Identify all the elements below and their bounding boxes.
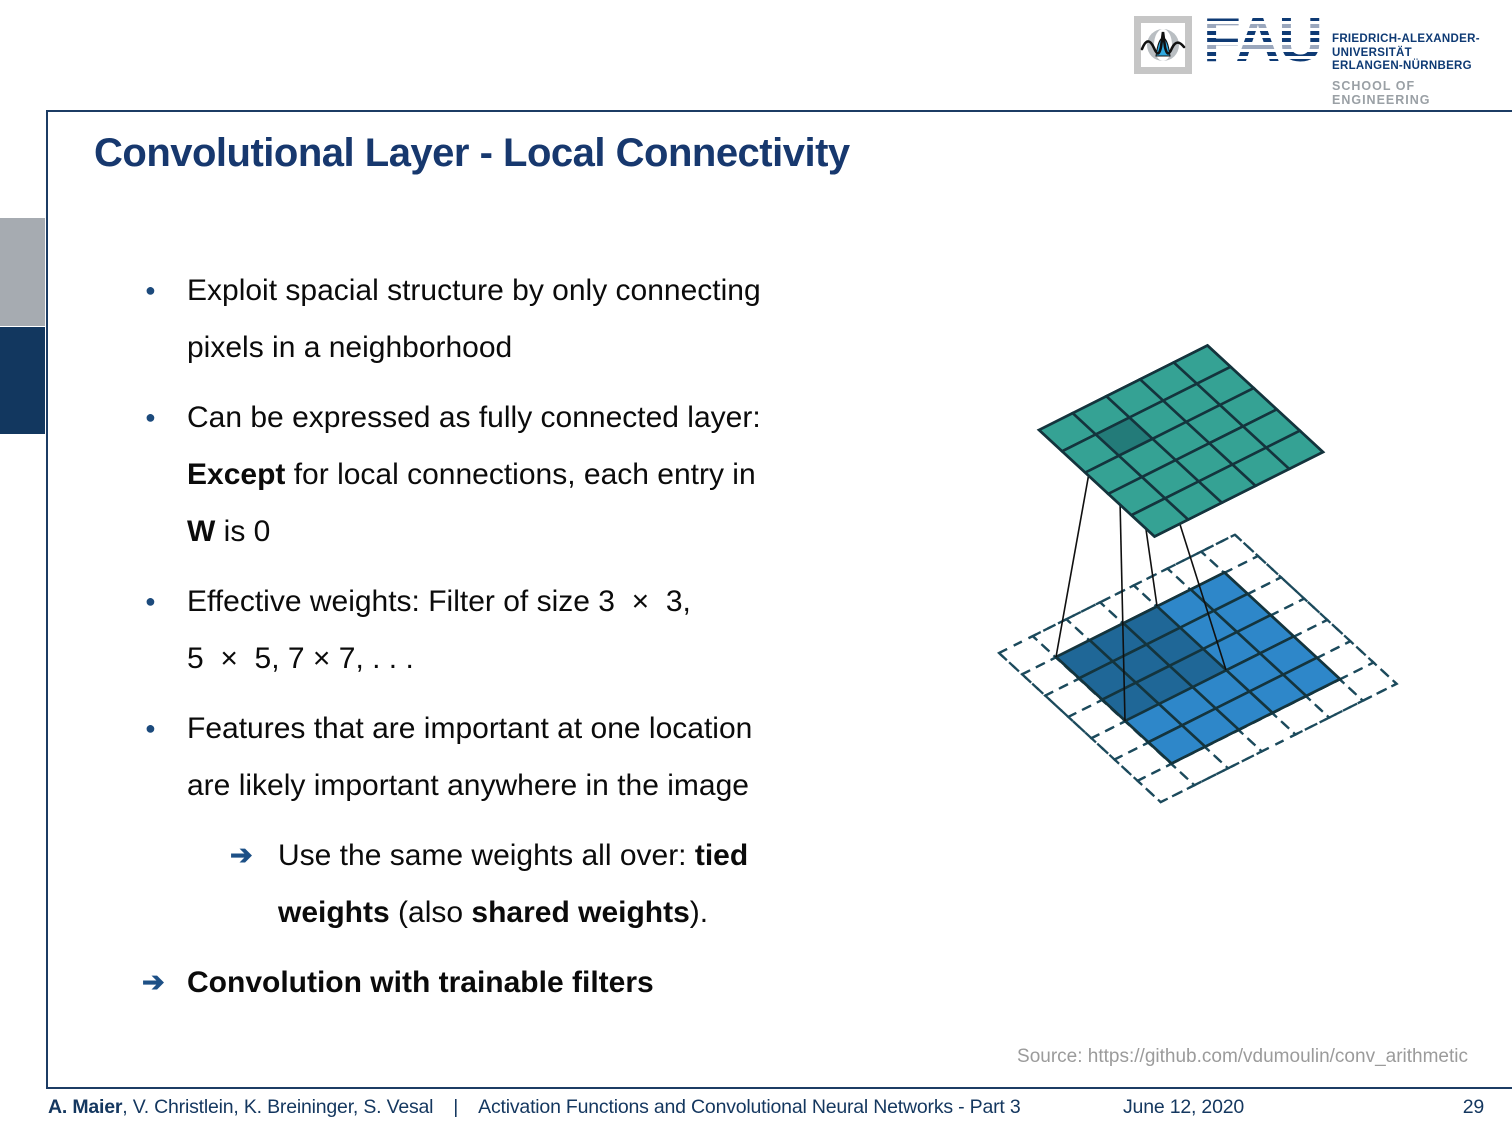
content-box — [46, 110, 1512, 1089]
footer-page-number: 29 — [1462, 1096, 1484, 1118]
bullet-text: Effective weights: Filter of size 3 × 3,… — [187, 585, 691, 675]
fau-logo: FAU — [1203, 6, 1323, 75]
bullet-text: Use the same weights all over: tied weig… — [278, 839, 749, 929]
bullet-item-4: ● Features that are important at one loc… — [142, 700, 972, 814]
convolution-diagram — [996, 343, 1399, 804]
bullet-item-2: ● Can be expressed as fully connected la… — [142, 389, 972, 560]
page-title: Convolutional Layer - Local Connectivity — [94, 131, 850, 175]
sidebar-tab-gray — [0, 218, 45, 326]
bullet-disc-icon: ● — [145, 591, 156, 611]
pattern-recognition-lab-icon — [1134, 16, 1192, 74]
footer-author-main: A. Maier — [48, 1096, 123, 1118]
university-name-line3: ERLANGEN-NÜRNBERG — [1332, 60, 1472, 72]
bullet-item-1: ● Exploit spacial structure by only conn… — [142, 262, 972, 376]
arrow-right-icon: ➔ — [142, 967, 165, 997]
bullet-item-3: ● Effective weights: Filter of size 3 × … — [142, 573, 972, 687]
footer-date: June 12, 2020 — [1123, 1096, 1245, 1118]
footer-authors-rest: , V. Christlein, K. Breininger, S. Vesal — [122, 1096, 434, 1118]
bullet-disc-icon: ● — [145, 407, 156, 427]
university-name: FRIEDRICH-ALEXANDER- UNIVERSITÄT ERLANGE… — [1332, 33, 1480, 74]
school-name: SCHOOL OF ENGINEERING — [1332, 79, 1431, 107]
university-name-line1: FRIEDRICH-ALEXANDER- — [1332, 33, 1480, 45]
bullet-item-6: ➔ Convolution with trainable filters — [142, 954, 972, 1011]
university-name-line2: UNIVERSITÄT — [1332, 46, 1412, 59]
bullet-list: ● Exploit spacial structure by only conn… — [142, 262, 972, 1024]
bullet-text: Exploit spacial structure by only connec… — [187, 274, 761, 364]
bullet-item-5: ➔ Use the same weights all over: tied we… — [230, 827, 972, 941]
bullet-text: Convolution with trainable filters — [187, 966, 654, 999]
input-grid — [1053, 570, 1343, 766]
sidebar-tab-navy — [0, 327, 45, 434]
footer-separator: | — [453, 1096, 459, 1118]
footer-left: A. Maier, V. Christlein, K. Breininger, … — [48, 1096, 1021, 1119]
bullet-text: Can be expressed as fully connected laye… — [187, 401, 761, 548]
bullet-text: Features that are important at one locat… — [187, 712, 753, 802]
output-grid — [1036, 343, 1326, 539]
footer-lecture-title: Activation Functions and Convolutional N… — [478, 1096, 1021, 1118]
arrow-right-icon: ➔ — [230, 840, 253, 870]
bullet-disc-icon: ● — [145, 280, 156, 300]
bullet-disc-icon: ● — [145, 718, 156, 738]
figure-source: Source: https://github.com/vdumoulin/con… — [1017, 1046, 1468, 1067]
footer: A. Maier, V. Christlein, K. Breininger, … — [0, 1096, 1512, 1126]
